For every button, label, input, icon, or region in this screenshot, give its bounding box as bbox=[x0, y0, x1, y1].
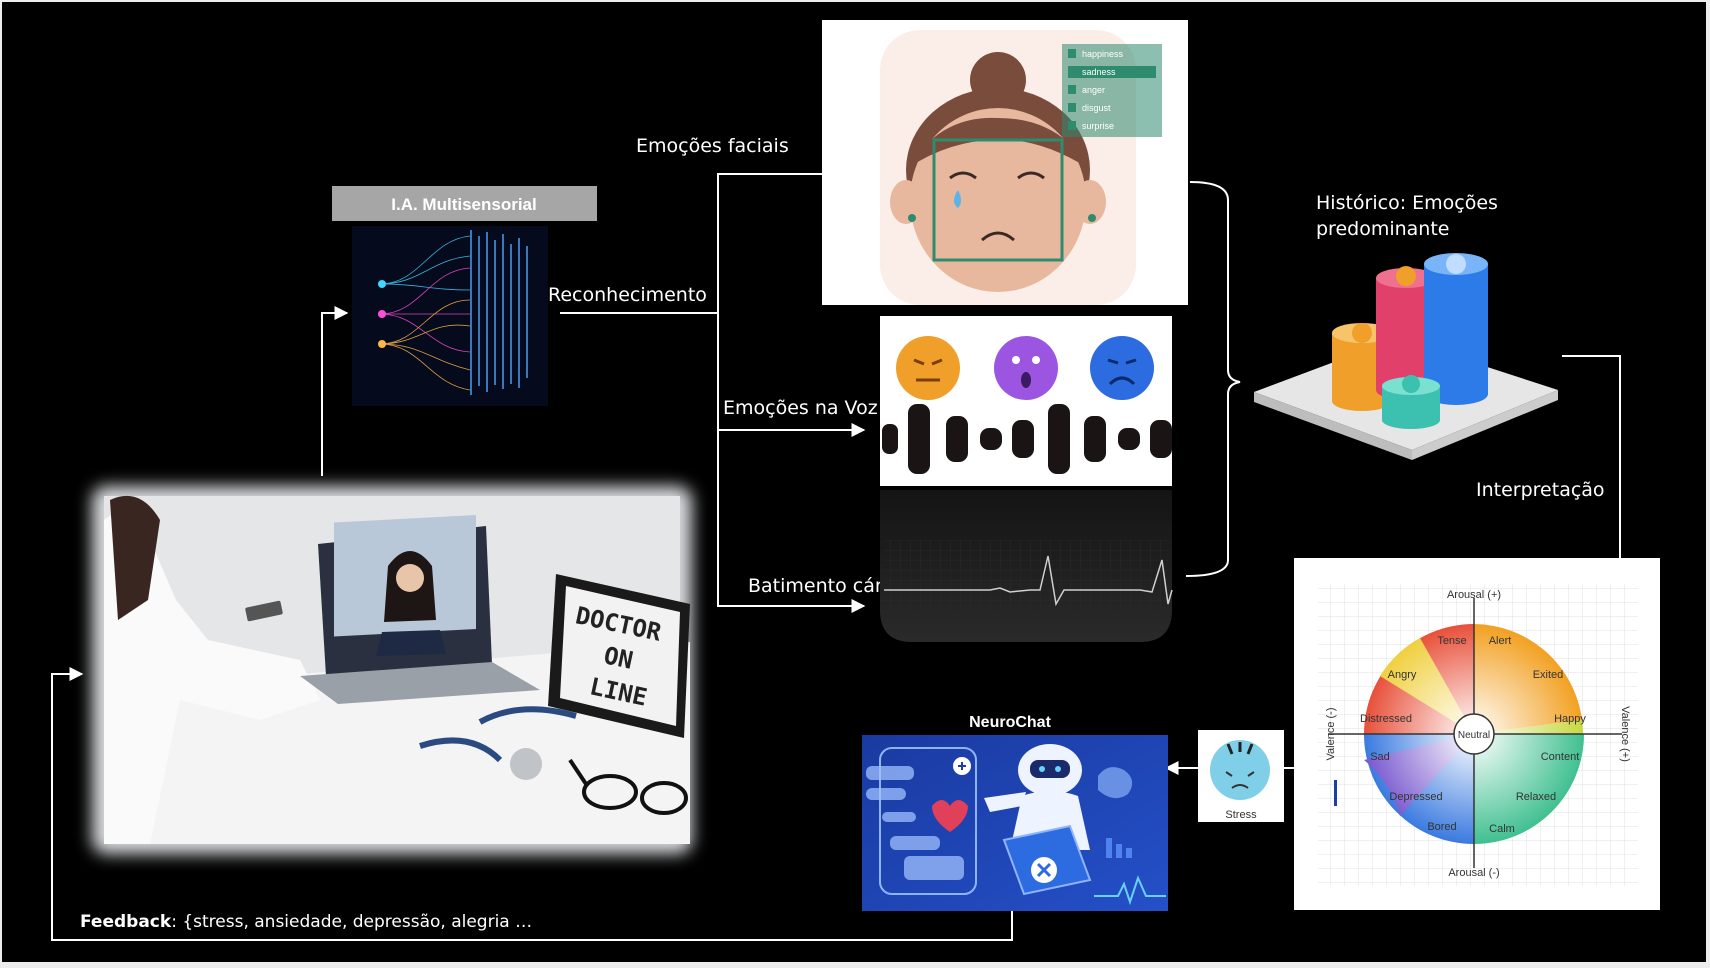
laptop-base bbox=[300, 662, 540, 704]
center-neutral: Neutral bbox=[1458, 730, 1490, 741]
history-chart bbox=[1254, 253, 1558, 460]
stress-label: Stress bbox=[1225, 809, 1257, 821]
sad-mouth bbox=[981, 231, 1015, 242]
emotion-depressed: Depressed bbox=[1389, 791, 1442, 803]
doctor-photo: DOCTOR ON LINE bbox=[92, 486, 692, 854]
emotion-excited: Exited bbox=[1533, 669, 1564, 681]
emotion-tense: Tense bbox=[1437, 635, 1466, 647]
emotion-disgust: disgust bbox=[1082, 103, 1111, 113]
label-historico-2: predominante bbox=[1316, 218, 1449, 240]
emotion-list: happiness sadness anger disgust surprise bbox=[1068, 49, 1124, 131]
emotion-sad: Sad bbox=[1370, 751, 1390, 763]
lightbox-line-2: ON bbox=[601, 641, 635, 674]
axis-arousal-neg: Arousal (-) bbox=[1448, 867, 1499, 879]
line-to-face bbox=[560, 173, 822, 314]
emotion-surprise: surprise bbox=[1082, 121, 1114, 131]
fringe bbox=[908, 117, 1088, 168]
emotion-relaxed: Relaxed bbox=[1516, 791, 1556, 803]
neurochat-image bbox=[862, 735, 1168, 911]
label-reconhecimento: Reconhecimento bbox=[548, 284, 707, 306]
neurochat-title: NeuroChat bbox=[969, 714, 1051, 731]
angry-emoji-icon bbox=[896, 336, 960, 400]
emotion-distressed: Distressed bbox=[1360, 713, 1412, 725]
ecg-trace bbox=[884, 555, 1173, 607]
feedback-rest: : {stress, ansiedade, depressão, alegria… bbox=[171, 912, 532, 932]
emotion-happy: Happy bbox=[1554, 713, 1586, 725]
glasses bbox=[568, 758, 688, 815]
stress-face-icon bbox=[1210, 740, 1270, 800]
neural-net-fans bbox=[379, 235, 471, 391]
brain-icon bbox=[1098, 767, 1133, 799]
emotion-alert: Alert bbox=[1489, 635, 1512, 647]
ear-right bbox=[1074, 180, 1106, 224]
tear-icon bbox=[954, 190, 961, 208]
emotion-anger: anger bbox=[1082, 85, 1105, 95]
axis-valence-neg: Valence (-) bbox=[1325, 708, 1337, 761]
surprised-emoji-icon bbox=[994, 336, 1058, 400]
connectors bbox=[51, 173, 1621, 941]
emotion-content: Content bbox=[1541, 751, 1580, 763]
emotion-angry: Angry bbox=[1388, 669, 1417, 681]
emotion-happiness: happiness bbox=[1082, 49, 1124, 59]
axis-valence-pos: Valence (+) bbox=[1619, 706, 1631, 762]
arrow-to-ia bbox=[321, 306, 349, 476]
detection-box bbox=[932, 138, 1064, 262]
emotion-bored: Bored bbox=[1427, 821, 1456, 833]
emotion-list-box bbox=[1062, 44, 1162, 137]
stethoscope bbox=[419, 706, 577, 763]
pulse-line bbox=[1094, 875, 1166, 906]
label-batimento: Batimento cárdio bbox=[748, 575, 911, 597]
ear-left bbox=[890, 180, 922, 224]
emotion-sadness: sadness bbox=[1082, 67, 1116, 77]
bar-graphic-icon bbox=[1106, 838, 1132, 858]
feedback-bold: Feedback bbox=[80, 912, 172, 932]
ia-banner bbox=[332, 186, 597, 221]
label-emocoes-voz: Emoções na Voz bbox=[723, 397, 878, 419]
doctor-hair bbox=[110, 495, 160, 620]
label-interpretacao: Interpretação bbox=[1476, 479, 1605, 501]
circumplex-model: Arousal (+) Arousal (-) Neutral Tense Al… bbox=[1294, 558, 1660, 910]
emotion-calm: Calm bbox=[1489, 823, 1515, 835]
heart-organ-icon bbox=[932, 800, 968, 832]
line-interpretation bbox=[1562, 355, 1621, 560]
neural-net-columns bbox=[470, 230, 528, 395]
ia-block: I.A. Multisensorial bbox=[332, 186, 597, 406]
arrow-to-heart bbox=[717, 430, 866, 613]
label-emocoes-faciais: Emoções faciais bbox=[636, 135, 789, 157]
sad-emoji-icon bbox=[1090, 336, 1154, 400]
chat-bubbles bbox=[866, 766, 964, 880]
feedback-text: Feedback: {stress, ansiedade, depressão,… bbox=[80, 912, 532, 932]
neurochat-block: NeuroChat bbox=[862, 714, 1168, 911]
feedback-loop bbox=[51, 667, 1013, 941]
ecg-panel bbox=[880, 490, 1173, 642]
voice-panel bbox=[880, 316, 1172, 486]
label-historico-1: Histórico: Emoções bbox=[1316, 192, 1498, 214]
stress-badge: Stress bbox=[1198, 730, 1284, 822]
axis-arousal-pos: Arousal (+) bbox=[1447, 589, 1501, 601]
doctor-coat bbox=[104, 513, 320, 844]
phone-outline bbox=[879, 747, 977, 895]
face-panel: happiness sadness anger disgust surprise bbox=[822, 20, 1188, 305]
brace-to-history bbox=[1185, 181, 1241, 577]
ia-banner-label: I.A. Multisensorial bbox=[391, 195, 536, 214]
voice-waveform bbox=[882, 404, 1172, 474]
phone bbox=[245, 600, 283, 622]
circumplex-labels: Arousal (+) Arousal (-) Neutral Tense Al… bbox=[1360, 589, 1586, 879]
face bbox=[910, 108, 1086, 292]
